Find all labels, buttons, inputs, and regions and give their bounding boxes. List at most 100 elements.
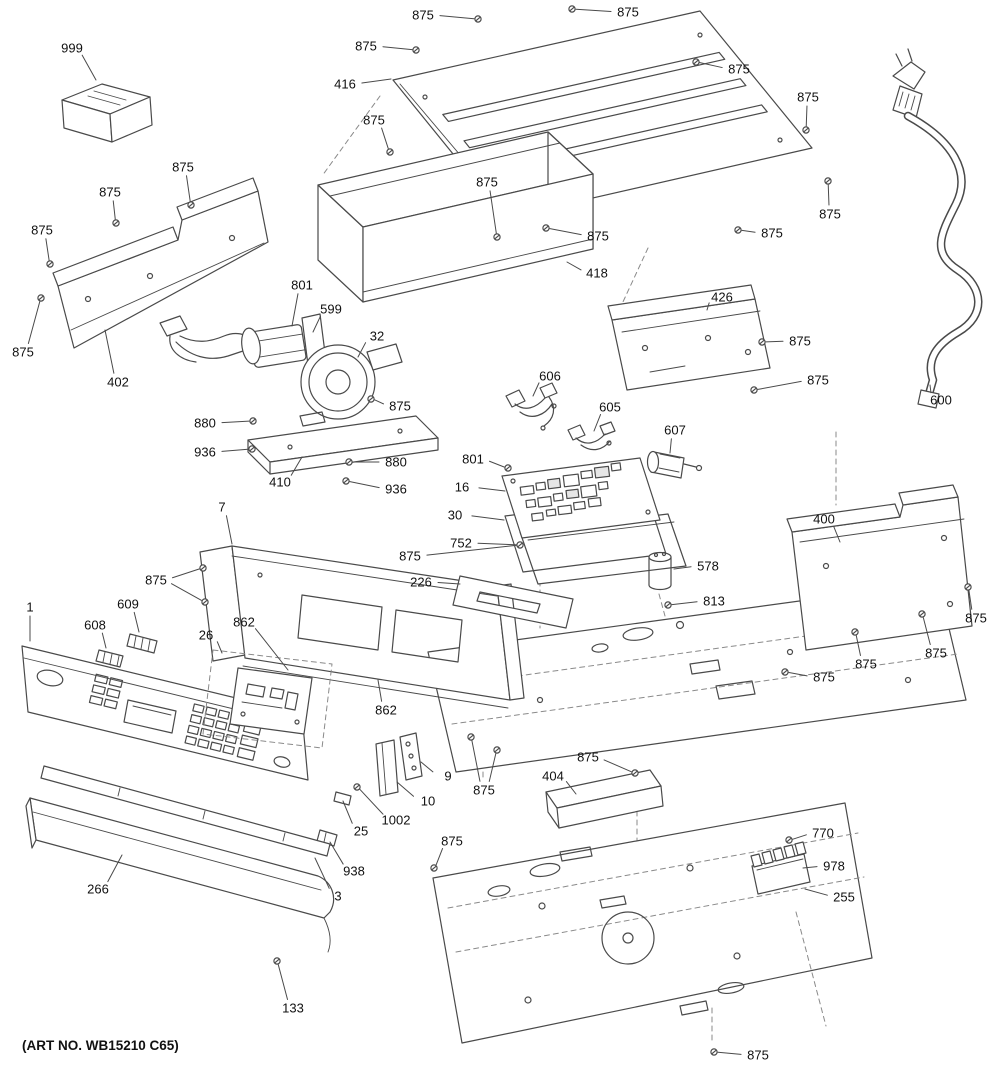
screw-icon <box>412 46 420 54</box>
callout-875: 875 <box>12 294 45 360</box>
leader-line <box>804 888 828 896</box>
screw-icon <box>37 294 45 302</box>
screw-icon <box>918 610 926 618</box>
spring-clip-608 <box>95 649 124 668</box>
callout-label: 875 <box>617 5 639 20</box>
screw-icon <box>474 15 482 23</box>
leader-line <box>186 175 191 202</box>
screw-icon <box>568 5 576 13</box>
leader-line <box>593 413 602 432</box>
board-kit-26 <box>202 649 333 749</box>
brand-logo <box>36 669 64 687</box>
screw-icon <box>964 583 972 591</box>
leader-line <box>471 740 481 782</box>
leader-line <box>107 854 123 883</box>
leader-line <box>792 834 807 840</box>
callout-3: 3 <box>314 857 342 904</box>
callout-label: 255 <box>833 890 855 905</box>
leader-line <box>357 342 367 358</box>
callout-410: 410 <box>269 456 303 490</box>
callout-label: 10 <box>421 794 435 809</box>
leader-line <box>673 566 692 570</box>
callout-label: 880 <box>194 416 216 431</box>
wire-harness-606 <box>505 382 558 431</box>
callout-label: 599 <box>320 302 342 317</box>
callout-875: 875 <box>758 334 811 349</box>
callout-label: 426 <box>711 290 733 305</box>
callout-label: 16 <box>455 480 469 495</box>
board-components <box>519 462 622 522</box>
board-9 <box>399 732 423 781</box>
screw-icon <box>345 458 353 466</box>
leader-line <box>81 54 97 81</box>
leader-line <box>133 611 140 633</box>
leader-line <box>575 8 612 13</box>
callout-label: 226 <box>410 575 432 590</box>
leader-line <box>112 200 116 220</box>
callout-label: 938 <box>343 864 365 879</box>
callout-label: 32 <box>370 329 384 344</box>
callout-label: 875 <box>363 113 385 128</box>
callout-813: 813 <box>664 594 725 609</box>
callout-936: 936 <box>342 477 407 497</box>
callout-label: 25 <box>354 824 368 839</box>
leader-line <box>477 542 523 546</box>
screw-icon <box>710 1048 718 1056</box>
leader-line <box>291 293 299 327</box>
side-panel-400 <box>786 484 973 651</box>
bracket-10 <box>375 739 399 797</box>
callout-16: 16 <box>455 480 506 495</box>
callout-875: 875 <box>542 224 609 244</box>
leader-line <box>437 581 461 585</box>
convection-fan-assembly <box>159 313 439 475</box>
callout-label: 770 <box>812 826 834 841</box>
callout-10: 10 <box>396 781 435 809</box>
callout-label: 875 <box>31 223 53 238</box>
screw-icon <box>353 783 361 791</box>
screw-icon <box>493 746 501 754</box>
leader-line <box>420 761 434 773</box>
plate-226 <box>452 575 574 629</box>
callout-label: 875 <box>807 373 829 388</box>
callout-875: 875 <box>467 733 501 798</box>
leader-line <box>706 302 710 311</box>
screw-icon <box>824 177 832 185</box>
callout-label: 936 <box>194 445 216 460</box>
screw-icon <box>504 464 512 472</box>
screw-icon <box>781 668 789 676</box>
callout-875: 875 <box>355 39 420 54</box>
callout-label: 875 <box>965 611 987 626</box>
callout-875: 875 <box>710 1048 769 1063</box>
callout-label: 607 <box>664 423 686 438</box>
leader-line <box>757 380 802 390</box>
callout-875: 875 <box>750 373 829 394</box>
leader-line <box>277 964 289 1000</box>
screw-icon <box>112 219 120 227</box>
callout-875: 875 <box>692 58 750 77</box>
rear-bracket-426 <box>607 284 771 391</box>
screw-icon <box>692 58 700 66</box>
callout-label: 875 <box>172 160 194 175</box>
callout-875: 875 <box>781 668 835 685</box>
screw-icon <box>785 836 793 844</box>
callout-255: 255 <box>804 888 855 905</box>
callout-label: 875 <box>476 175 498 190</box>
leader-line <box>216 641 223 654</box>
callout-label: 418 <box>586 266 608 281</box>
screw-icon <box>367 395 375 403</box>
callout-label: 801 <box>291 278 313 293</box>
screw-icon <box>430 864 438 872</box>
leader-line <box>805 105 808 127</box>
callout-875: 875 <box>734 226 783 241</box>
callout-426: 426 <box>706 290 733 311</box>
art-number: (ART NO. WB15210 C65) <box>22 1038 179 1053</box>
leader-line <box>361 78 392 84</box>
callout-label: 875 <box>797 90 819 105</box>
callout-599: 599 <box>312 302 342 333</box>
leader-line <box>827 184 830 206</box>
callout-label: 875 <box>577 750 599 765</box>
callout-752: 752 <box>450 536 523 551</box>
screw-icon <box>802 126 810 134</box>
leader-line <box>717 1051 742 1055</box>
